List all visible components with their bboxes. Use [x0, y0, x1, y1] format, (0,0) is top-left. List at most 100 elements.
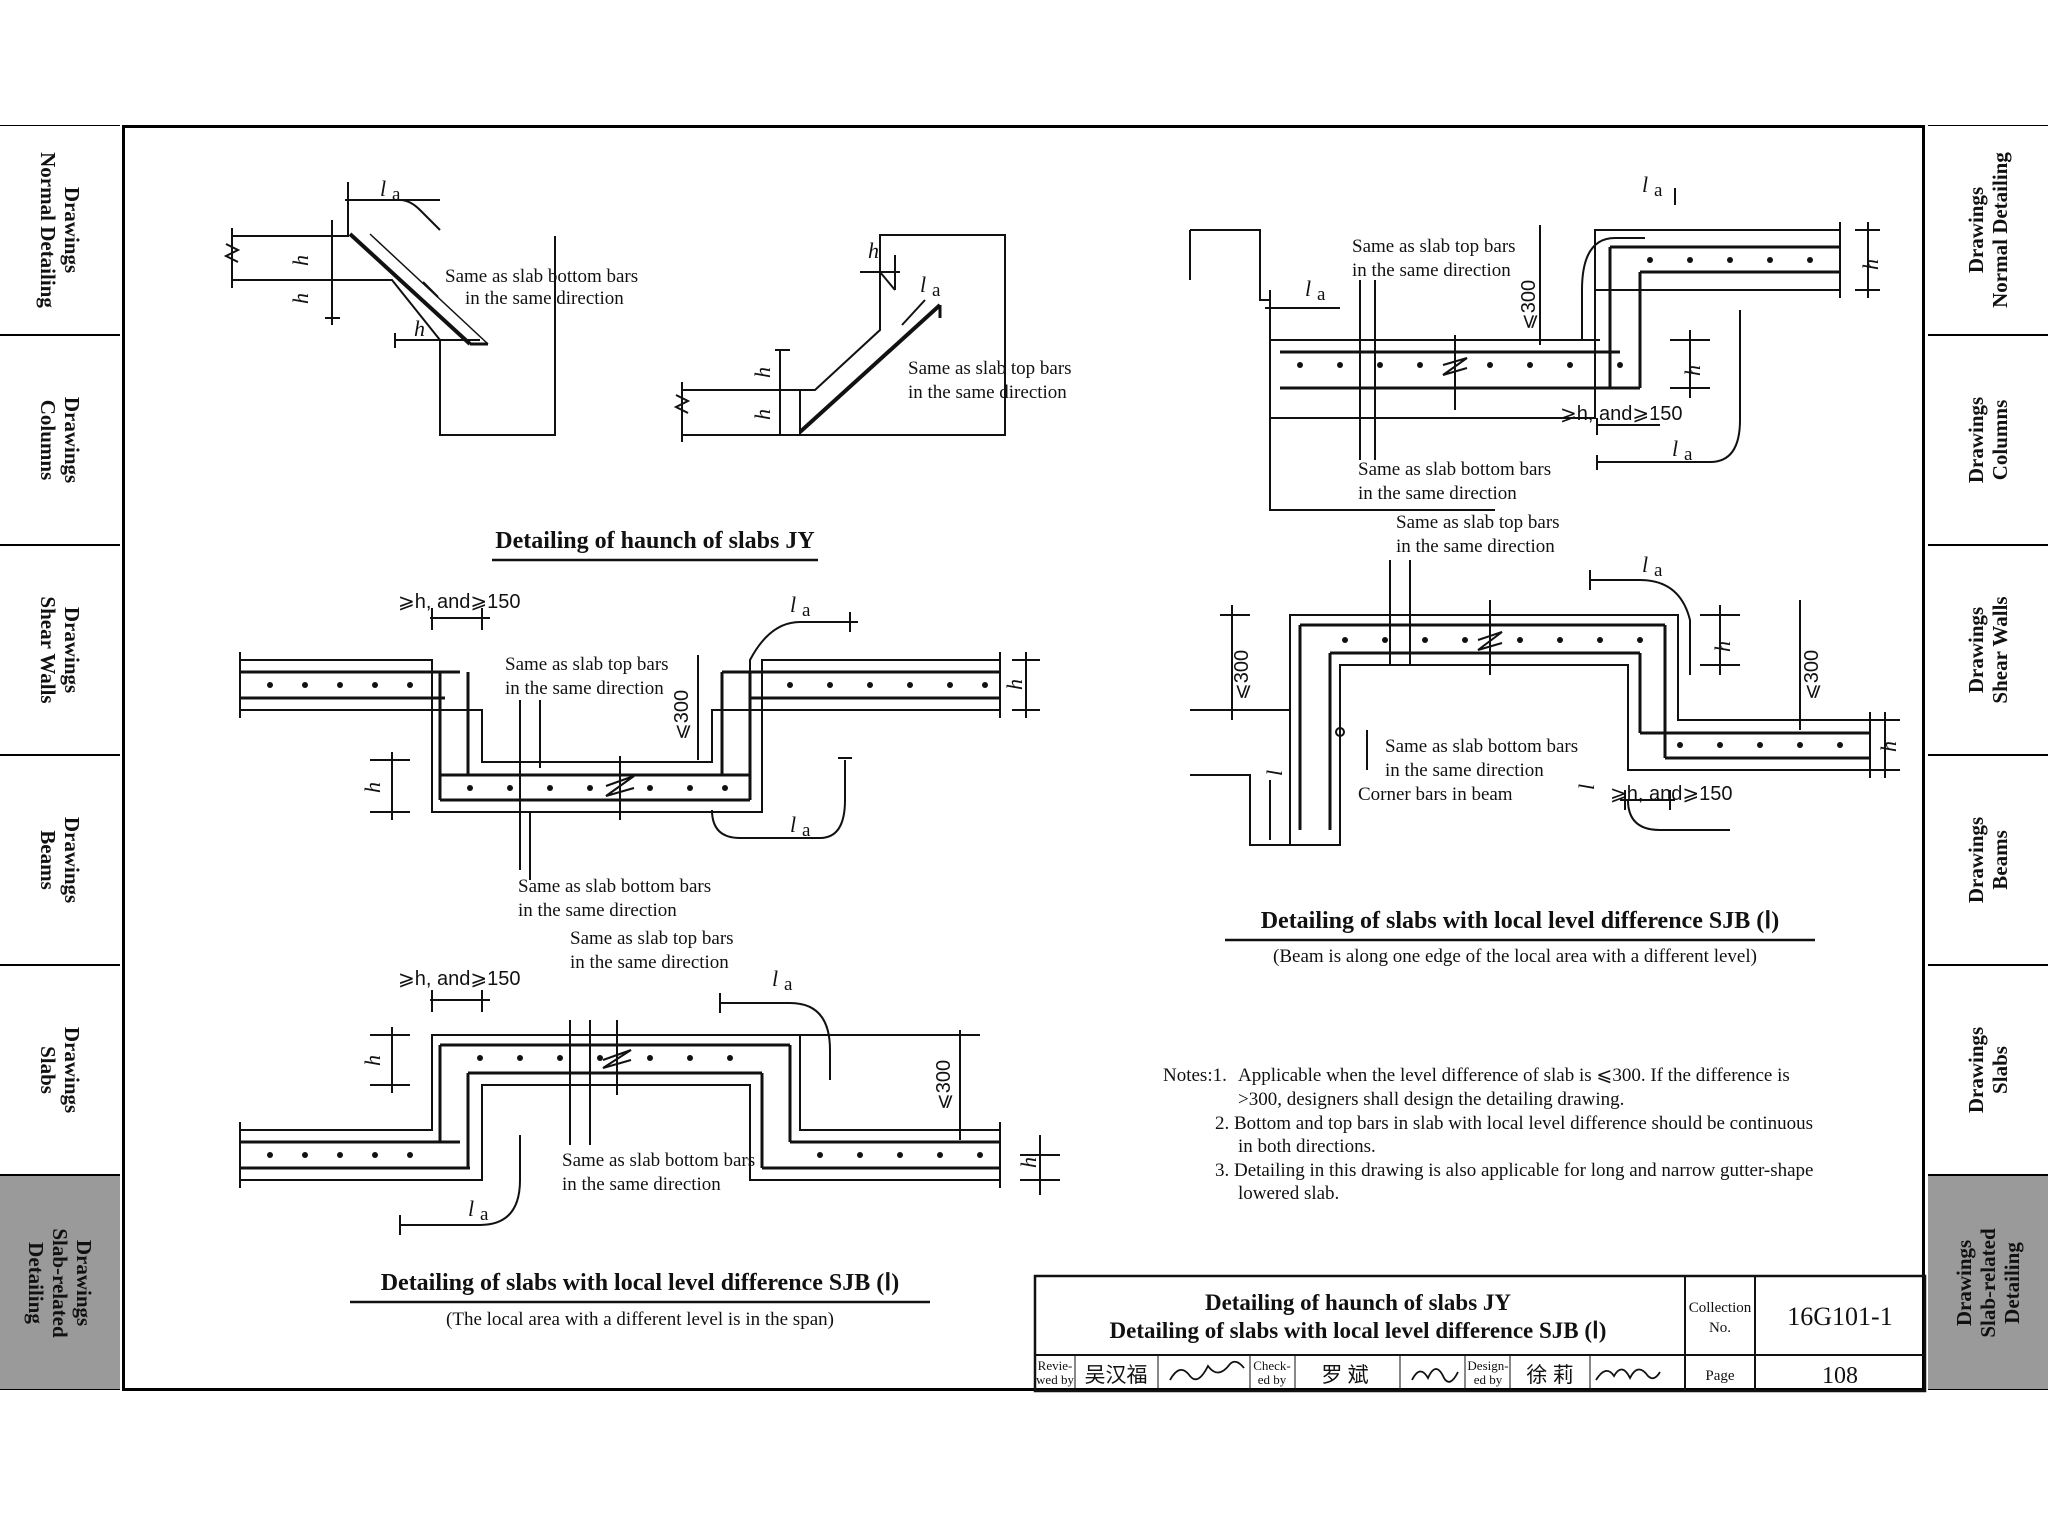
drawing-frame — [122, 125, 1925, 1391]
svg-text:h: h — [750, 409, 775, 420]
svg-text:l: l — [1642, 172, 1648, 197]
svg-text:a: a — [1654, 180, 1663, 201]
svg-text:a: a — [1684, 444, 1693, 465]
svg-text:⩽300: ⩽300 — [1231, 650, 1253, 700]
svg-text:l: l — [920, 272, 926, 297]
svg-text:Same as slab top bars: Same as slab top bars — [505, 654, 669, 675]
svg-text:l: l — [772, 966, 778, 991]
svg-text:in the same direction: in the same direction — [1358, 483, 1517, 504]
subtitle-sjb-span: (The local area with a different level i… — [446, 1309, 834, 1330]
svg-text:a: a — [1654, 560, 1663, 581]
svg-text:h: h — [360, 1055, 385, 1066]
svg-text:h: h — [1016, 1157, 1041, 1168]
svg-text:h: h — [1002, 679, 1027, 690]
svg-text:in the same direction: in the same direction — [562, 1174, 721, 1195]
checker-name: 罗 斌 — [1321, 1363, 1368, 1387]
svg-text:⩽300: ⩽300 — [933, 1060, 955, 1110]
haunch-detail-2 — [673, 234, 1006, 442]
svg-text:h: h — [750, 367, 775, 378]
svg-text:in the same direction: in the same direction — [908, 382, 1067, 403]
svg-text:Same as slab top bars: Same as slab top bars — [908, 358, 1072, 379]
svg-text:ed by: ed by — [1474, 1372, 1503, 1387]
svg-text:a: a — [802, 600, 811, 621]
svg-text:h: h — [1710, 641, 1735, 652]
svg-text:l: l — [1574, 784, 1599, 790]
svg-text:3. Detailing in this drawing i: 3. Detailing in this drawing is also app… — [1215, 1160, 1814, 1181]
svg-text:Check-: Check- — [1253, 1358, 1291, 1373]
svg-text:l: l — [1672, 436, 1678, 461]
reviewer-name: 吴汉福 — [1085, 1363, 1148, 1387]
svg-text:lowered slab.: lowered slab. — [1238, 1183, 1339, 1204]
sjb-beam-edge-detail — [1190, 560, 1900, 846]
svg-text:h: h — [360, 782, 385, 793]
svg-text:a: a — [392, 184, 401, 205]
notes: Notes:1. Applicable when the level diffe… — [1163, 1065, 1814, 1204]
svg-text:>300, designers shall design t: >300, designers shall design the detaili… — [1238, 1089, 1624, 1110]
designer-name: 徐 莉 — [1526, 1363, 1573, 1387]
svg-text:Notes:1.: Notes:1. — [1163, 1065, 1227, 1086]
svg-text:l: l — [790, 812, 796, 837]
svg-text:in the same direction: in the same direction — [1396, 536, 1555, 557]
svg-text:⩽300: ⩽300 — [671, 690, 693, 740]
svg-text:in the same direction: in the same direction — [518, 900, 677, 921]
svg-text:⩾h, and⩾150: ⩾h, and⩾150 — [398, 591, 521, 613]
svg-text:Same as slab top bars: Same as slab top bars — [1396, 512, 1560, 533]
svg-text:l: l — [1642, 552, 1648, 577]
page-number: 108 — [1822, 1363, 1858, 1389]
svg-text:h: h — [1858, 259, 1883, 270]
svg-text:⩾h, and⩾150: ⩾h, and⩾150 — [398, 968, 521, 990]
svg-text:a: a — [784, 974, 793, 995]
sjb-top-right-detail — [1189, 188, 1880, 511]
svg-text:Same as slab top bars: Same as slab top bars — [1352, 236, 1516, 257]
reviewer-signature — [1169, 1360, 1245, 1381]
svg-text:in the same direction: in the same direction — [1385, 760, 1544, 781]
collection-number: 16G101-1 — [1787, 1302, 1892, 1331]
svg-text:Applicable when the level diff: Applicable when the level difference of … — [1238, 1065, 1790, 1086]
svg-text:in the same direction: in the same direction — [1352, 260, 1511, 281]
title-sjb-beam: Detailing of slabs with local level diff… — [1261, 908, 1780, 934]
svg-text:in both directions.: in both directions. — [1238, 1136, 1376, 1157]
svg-text:ed by: ed by — [1258, 1372, 1287, 1387]
svg-text:a: a — [480, 1204, 489, 1225]
tb-title-2: Detailing of slabs with local level diff… — [1110, 1318, 1607, 1343]
title-jy: Detailing of haunch of slabs JY — [495, 528, 814, 554]
svg-text:a: a — [802, 820, 811, 841]
svg-text:Revie-: Revie- — [1038, 1358, 1073, 1373]
svg-text:h: h — [1680, 365, 1705, 376]
designer-signature — [1595, 1368, 1661, 1381]
svg-text:⩽300: ⩽300 — [1801, 650, 1823, 700]
title-block — [1033, 1274, 1927, 1393]
checker-signature — [1411, 1368, 1459, 1383]
svg-text:h: h — [868, 238, 879, 263]
haunch-detail-1 — [223, 182, 556, 436]
svg-text:in the same direction: in the same direction — [465, 288, 624, 309]
svg-text:l: l — [1262, 770, 1287, 776]
svg-text:Collection: Collection — [1689, 1300, 1752, 1316]
svg-text:2. Bottom and top bars in slab: 2. Bottom and top bars in slab with loca… — [1215, 1113, 1813, 1134]
svg-text:h: h — [414, 316, 425, 341]
svg-text:a: a — [1317, 284, 1326, 305]
sjb-span-detail-a — [239, 608, 1040, 880]
svg-text:Same as slab bottom bars: Same as slab bottom bars — [562, 1150, 755, 1171]
svg-text:Same as slab bottom bars: Same as slab bottom bars — [1385, 736, 1578, 757]
title-sjb-span: Detailing of slabs with local level diff… — [381, 1270, 900, 1296]
svg-text:a: a — [932, 280, 941, 301]
svg-text:wed by: wed by — [1036, 1372, 1074, 1387]
svg-text:Same as slab bottom bars: Same as slab bottom bars — [518, 876, 711, 897]
svg-text:h: h — [288, 293, 313, 304]
